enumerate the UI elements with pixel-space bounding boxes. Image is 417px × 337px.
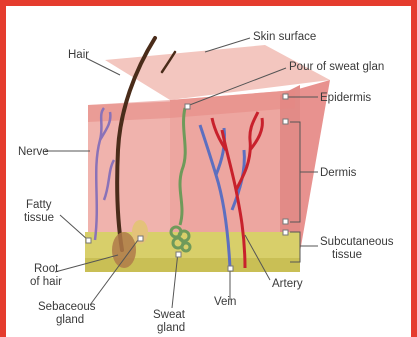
hair-follicle [112, 232, 136, 268]
label-pour-of-sweat-gland: Pour of sweat glan [289, 61, 384, 73]
label-nerve: Nerve [18, 146, 49, 158]
label-dermis: Dermis [320, 167, 357, 179]
label-vein: Vein [214, 296, 236, 308]
label-root-of-hair-2: of hair [30, 276, 62, 288]
label-fatty-tissue-2: tissue [24, 212, 54, 224]
label-epidermis: Epidermis [320, 92, 371, 104]
label-root-of-hair-1: Root [34, 263, 59, 275]
label-sebaceous-1: Sebaceous [38, 301, 96, 313]
label-artery: Artery [272, 278, 303, 290]
label-fatty-tissue-1: Fatty [26, 199, 52, 211]
label-sweat-gland-1: Sweat [153, 309, 186, 321]
label-subcutaneous-1: Subcutaneous [320, 236, 394, 248]
label-skin-surface: Skin surface [253, 31, 316, 43]
label-hair: Hair [68, 49, 89, 61]
label-sweat-gland-2: gland [157, 322, 185, 334]
label-subcutaneous-2: tissue [332, 249, 362, 261]
label-sebaceous-2: gland [56, 314, 84, 326]
